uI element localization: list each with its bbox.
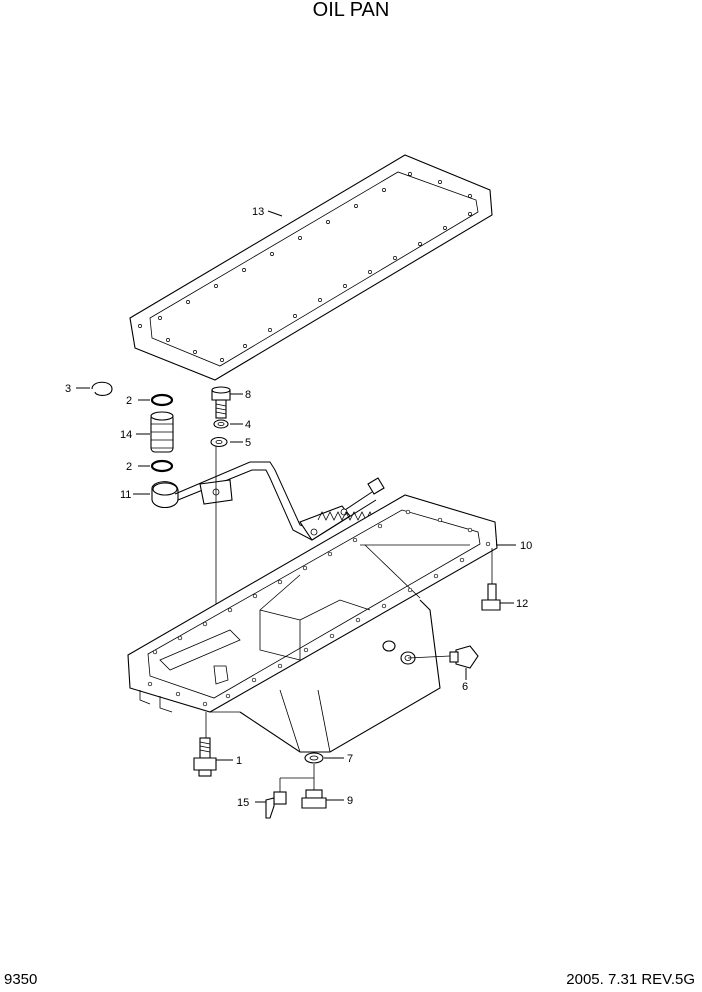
bolt-part-8 xyxy=(211,386,231,419)
callout-8: 8 xyxy=(245,389,251,401)
callout-11: 11 xyxy=(120,489,131,501)
callout-12: 12 xyxy=(516,598,528,610)
callout-5: 5 xyxy=(245,437,251,449)
snap-ring-part-3 xyxy=(91,381,113,396)
o-ring-part-2-bottom xyxy=(150,459,174,473)
callout-6: 6 xyxy=(462,681,468,693)
oil-pan-part-10 xyxy=(127,494,498,753)
callout-2-bottom: 2 xyxy=(126,461,132,473)
callout-10: 10 xyxy=(520,540,532,552)
suction-pipe-part-11 xyxy=(151,461,385,541)
bolt-part-1 xyxy=(193,737,217,777)
callout-13: 13 xyxy=(252,206,264,218)
lock-washer-part-4 xyxy=(213,419,229,429)
callout-1: 1 xyxy=(236,755,242,767)
callout-2-top: 2 xyxy=(126,395,132,407)
page-number: 9350 xyxy=(4,971,37,988)
callout-9: 9 xyxy=(347,795,353,807)
revision-date: 2005. 7.31 REV.5G xyxy=(566,971,695,988)
gasket-part-13 xyxy=(129,154,493,381)
o-ring-part-2-top xyxy=(150,393,174,407)
callout-7: 7 xyxy=(347,753,353,765)
page-title: OIL PAN xyxy=(313,0,390,21)
callout-4: 4 xyxy=(245,419,251,431)
sleeve-part-14 xyxy=(150,411,174,453)
callout-15: 15 xyxy=(237,797,249,809)
drain-valve-part-15 xyxy=(265,791,287,819)
bolt-part-12 xyxy=(481,583,501,611)
gasket-washer-part-7 xyxy=(304,752,324,764)
callout-14: 14 xyxy=(120,429,132,441)
drain-plug-part-9 xyxy=(301,789,327,809)
callout-3: 3 xyxy=(65,383,71,395)
washer-part-5 xyxy=(210,436,228,448)
plug-part-6 xyxy=(449,645,479,669)
